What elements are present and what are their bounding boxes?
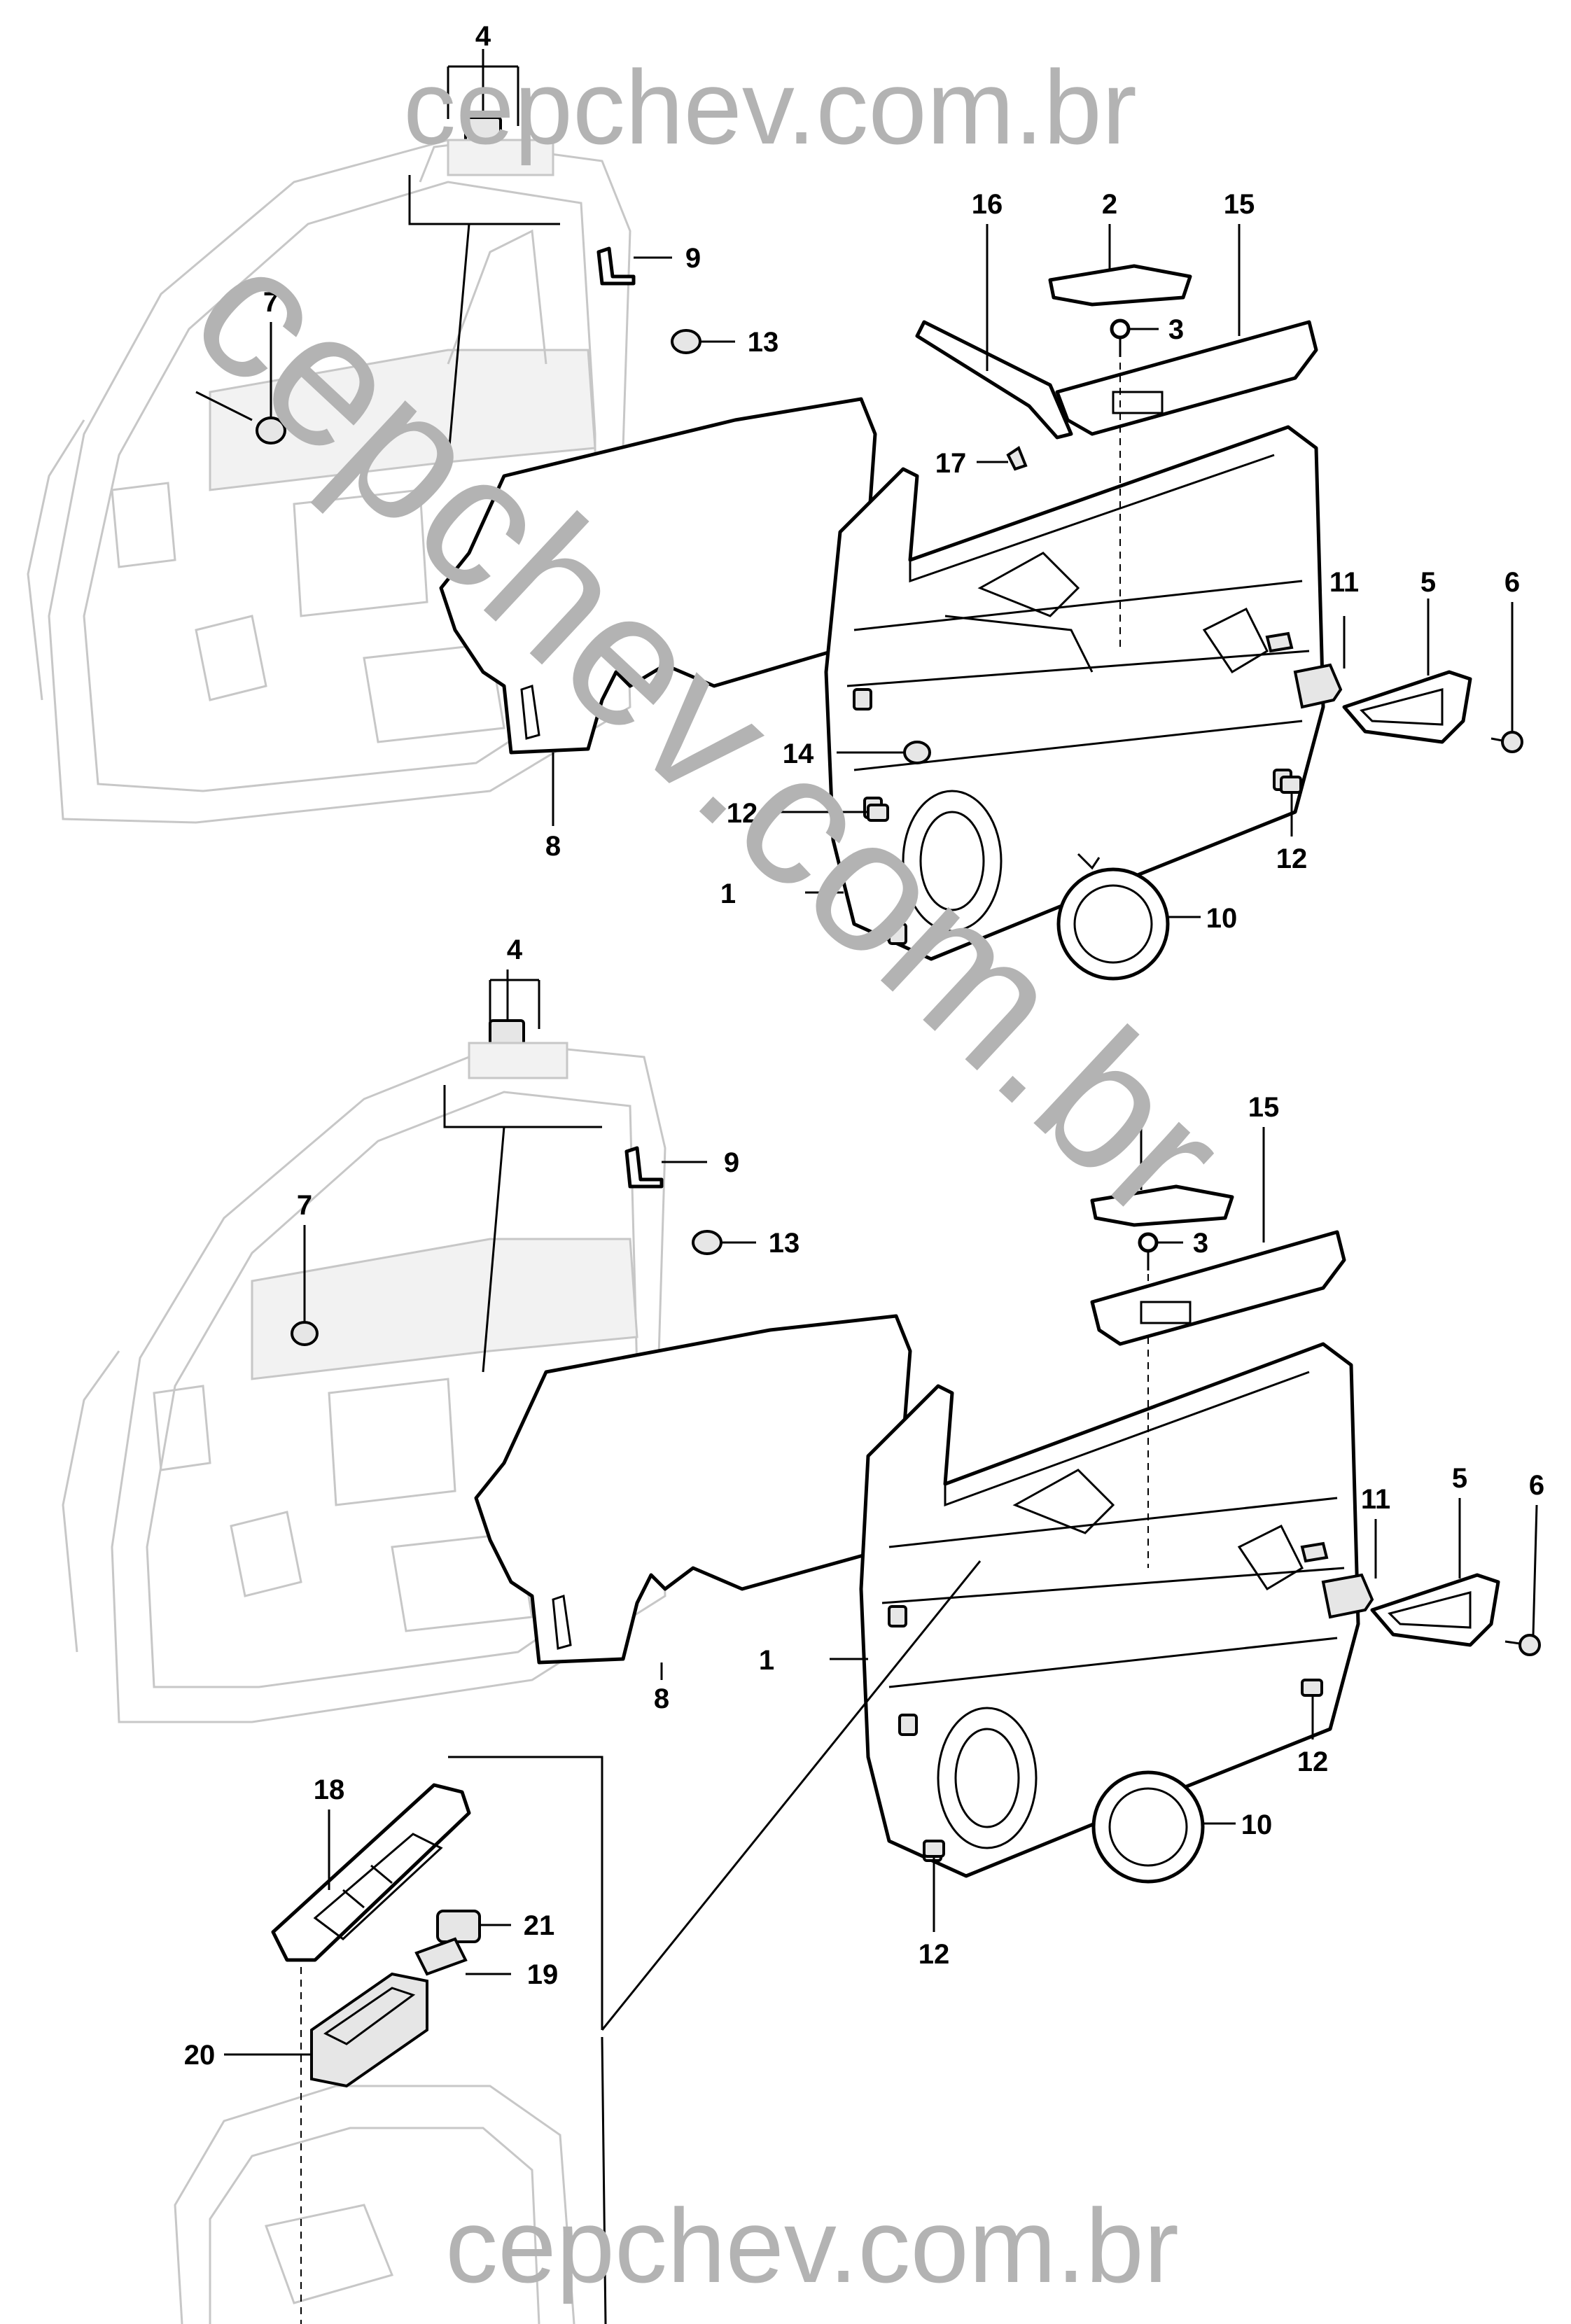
watermark-top: cepchev.com.br [403,48,1137,166]
callout-b-3: 3 [1193,1228,1208,1259]
callout-b-19: 19 [527,1959,559,1990]
part-1-door-panel [805,425,1325,961]
part-10-speaker-grille [1056,853,1201,981]
part-3-screw-b [1138,1232,1183,1270]
callout-b-13: 13 [769,1228,800,1259]
callout-b-12-bottom: 12 [919,1939,950,1970]
part-8-water-shield-b [474,1314,912,1680]
callout-14: 14 [783,738,814,769]
part-15-armrest-b [1090,1127,1346,1346]
part-5-handle-surround-b [1370,1498,1500,1647]
part-9-clip-b [624,1146,707,1189]
part-19-switch [414,1937,468,1976]
part-20-switch-pack [310,1972,428,2088]
part-11-bezel [1265,616,1346,709]
callout-b-8: 8 [654,1684,669,1714]
callout-b-15: 15 [1248,1092,1280,1123]
callout-b-6: 6 [1529,1470,1544,1501]
part-14-plug [837,741,931,764]
part-4-switch-b [443,969,602,1373]
callout-12-right: 12 [1276,844,1308,874]
part-3-screw [1110,318,1159,357]
callout-5: 5 [1420,567,1436,598]
part-8-water-shield [439,397,877,826]
callout-9: 9 [685,243,701,274]
callout-4: 4 [475,21,491,52]
callout-b-1: 1 [759,1645,774,1676]
callout-13: 13 [748,327,779,358]
part-4-switch [408,49,560,463]
part-6-screw-b [1504,1504,1541,1656]
callout-b-10: 10 [1241,1809,1273,1840]
part-13-plug [671,329,735,354]
part-11-bezel-b [1300,1519,1377,1619]
part-10-speaker-grille-b [1091,1770,1236,1884]
switch-inset [174,1560,982,2324]
part-12-clips [777,776,1302,836]
watermark-bottom: cepchev.com.br [445,2187,1179,2304]
part-5-handle-surround [1342,598,1472,744]
bottom-callouts: 4 2 15 9 7 13 3 11 5 6 1 8 12 10 12 18 2… [184,934,1544,2071]
part-7-plug-b [291,1225,319,1346]
callout-12-left: 12 [727,798,758,829]
callout-11: 11 [1329,567,1359,598]
door-frame-ghost-bottom [62,1042,666,1723]
part-21-switch [436,1910,481,1943]
callout-3: 3 [1168,314,1184,345]
part-7-plug [195,322,286,444]
part-2-cap [1048,224,1192,307]
callout-b-7: 7 [297,1190,312,1221]
part-12-clips-b [923,1679,1323,1932]
callout-17: 17 [935,448,967,479]
callout-6: 6 [1504,567,1520,598]
callout-15: 15 [1224,189,1255,220]
callout-b-2: 2 [1133,1092,1149,1123]
callout-b-9: 9 [724,1147,739,1178]
part-15-armrest [1055,224,1318,651]
part-2-cap-b [1090,1127,1234,1227]
callout-10: 10 [1206,903,1238,934]
part-17-clip [977,445,1028,471]
callout-b-20: 20 [184,2040,216,2071]
callout-b-5: 5 [1452,1463,1467,1494]
part-13-plug-b [692,1230,756,1255]
callout-2: 2 [1102,189,1117,220]
callout-b-18: 18 [314,1774,345,1805]
callout-16: 16 [972,189,1003,220]
callout-b-21: 21 [524,1910,555,1941]
callout-8: 8 [545,831,561,862]
callout-b-11: 11 [1361,1484,1390,1515]
part-6-screw [1490,602,1523,753]
callout-b-12-right: 12 [1297,1746,1329,1777]
top-assembly: 4 16 2 15 9 7 13 3 17 11 5 6 14 12 12 1 … [27,21,1523,981]
part-9-clip [596,246,672,286]
top-callouts: 4 16 2 15 9 7 13 3 17 11 5 6 14 12 12 1 … [263,21,1520,934]
callout-7: 7 [263,287,279,318]
part-16-trim-strip [915,224,1073,440]
callout-b-4: 4 [507,934,523,965]
callout-1: 1 [720,878,736,909]
bottom-assembly: 4 2 15 9 7 13 3 11 5 6 1 8 12 10 12 18 2… [62,934,1544,2324]
part-18-switch-bezel [271,1783,471,1962]
